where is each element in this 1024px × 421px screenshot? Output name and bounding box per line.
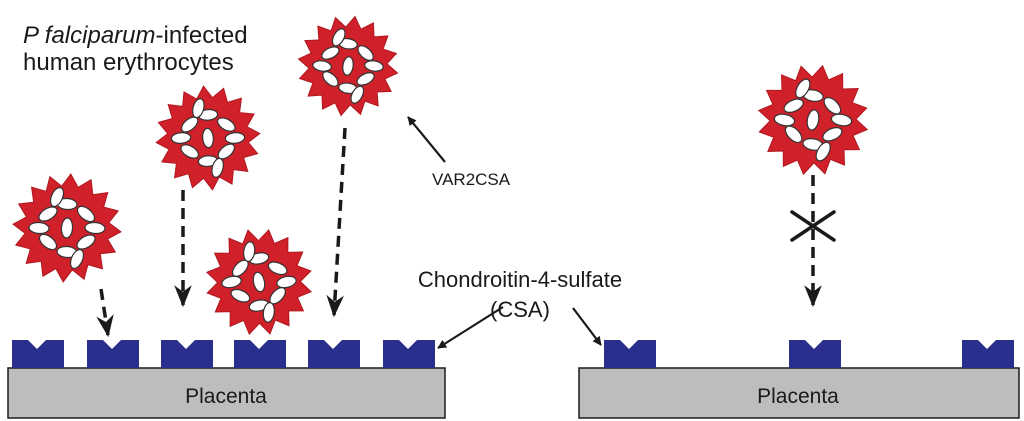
parasite-icon <box>60 217 74 239</box>
parasite-icon <box>224 132 246 144</box>
csa-receptor-icon <box>604 340 656 368</box>
parasite-icon <box>170 132 192 144</box>
x-mark-icon <box>790 210 836 242</box>
parasite-icon <box>784 125 803 144</box>
parasite-icon <box>262 302 275 323</box>
var2csa-pointer <box>407 116 446 163</box>
parasite-icon <box>321 46 340 60</box>
infected-erythrocyte-icon <box>297 15 399 117</box>
parasite-icon <box>276 275 297 289</box>
placenta-left-bar <box>7 367 446 419</box>
parasite-icon <box>216 117 236 132</box>
parasite-icon <box>69 248 85 270</box>
var2csa-label: VAR2CSA <box>432 170 511 189</box>
infected-erythrocyte-icon <box>12 173 122 283</box>
csa-receptor-icon <box>87 340 139 368</box>
parasite-icon <box>28 221 50 235</box>
parasite-icon <box>830 113 853 127</box>
parasite-icon <box>342 56 354 76</box>
parasite-icon <box>211 157 224 178</box>
parasite-icon <box>221 275 242 289</box>
csa-receptor-icon <box>161 340 213 368</box>
parasite-icon <box>322 71 339 87</box>
binding-arrow <box>326 127 347 318</box>
parasite-icon <box>38 233 58 251</box>
parasite-icon <box>49 186 65 208</box>
csa-receptor-icon <box>12 340 64 368</box>
parasite-icon <box>192 98 205 119</box>
csa-label-line-1: Chondroitin-4-sulfate <box>418 267 622 292</box>
placenta-left-label: Placenta <box>185 385 267 408</box>
parasite-icon <box>202 127 214 149</box>
binding-arrow <box>96 288 114 338</box>
annotation-arrows <box>407 116 602 349</box>
caption-line-2: human erythrocytes <box>23 49 234 76</box>
csa-receptor-icon <box>962 340 1014 368</box>
parasite-icon <box>815 141 831 162</box>
binding-arrows <box>96 127 822 338</box>
cell-layer <box>12 15 869 336</box>
parasite-icon <box>357 45 374 61</box>
csa-receptor-icon <box>308 340 360 368</box>
parasite-icon <box>243 241 256 262</box>
infected-erythrocyte-icon <box>205 228 313 336</box>
parasite-icon <box>76 205 96 223</box>
csa-pointer-right <box>572 307 602 346</box>
infected-erythrocyte-icon <box>155 85 261 191</box>
placenta-right-bar <box>578 367 1020 419</box>
parasite-icon <box>230 288 251 303</box>
receptor-layer <box>12 340 1014 368</box>
species-name: P falciparum <box>23 22 156 49</box>
placenta-right: Placenta <box>578 367 1020 419</box>
infected-erythrocyte-icon <box>757 64 869 176</box>
parasite-icon <box>217 143 236 160</box>
parasite-icon <box>38 206 58 222</box>
parasite-icon <box>806 109 820 131</box>
placenta-right-label: Placenta <box>757 385 839 408</box>
parasite-icon <box>331 28 346 47</box>
parasite-icon <box>783 98 804 113</box>
parasite-icon <box>252 271 266 293</box>
parasite-icon <box>267 261 288 276</box>
caption-suffix: -infected <box>156 22 248 49</box>
parasite-icon <box>823 96 842 115</box>
parasite-icon <box>180 144 200 159</box>
parasite-icon <box>822 127 843 142</box>
csa-pointer-left <box>437 306 504 349</box>
placenta-left: Placenta <box>7 367 446 419</box>
csa-receptor-icon <box>383 340 435 368</box>
parasite-icon <box>773 113 796 127</box>
parasite-icon <box>180 116 199 133</box>
caption-line-1: P falciparum-infected <box>23 22 248 49</box>
parasite-icon <box>312 60 332 72</box>
csa-label-line-2: (CSA) <box>490 297 550 322</box>
parasite-icon <box>364 60 384 72</box>
parasite-icon <box>76 234 96 250</box>
parasite-icon <box>356 72 375 86</box>
parasite-icon <box>350 85 365 104</box>
csa-receptor-icon <box>234 340 286 368</box>
parasite-icon <box>84 221 106 235</box>
csa-receptor-icon <box>789 340 841 368</box>
parasite-icon <box>795 78 811 99</box>
